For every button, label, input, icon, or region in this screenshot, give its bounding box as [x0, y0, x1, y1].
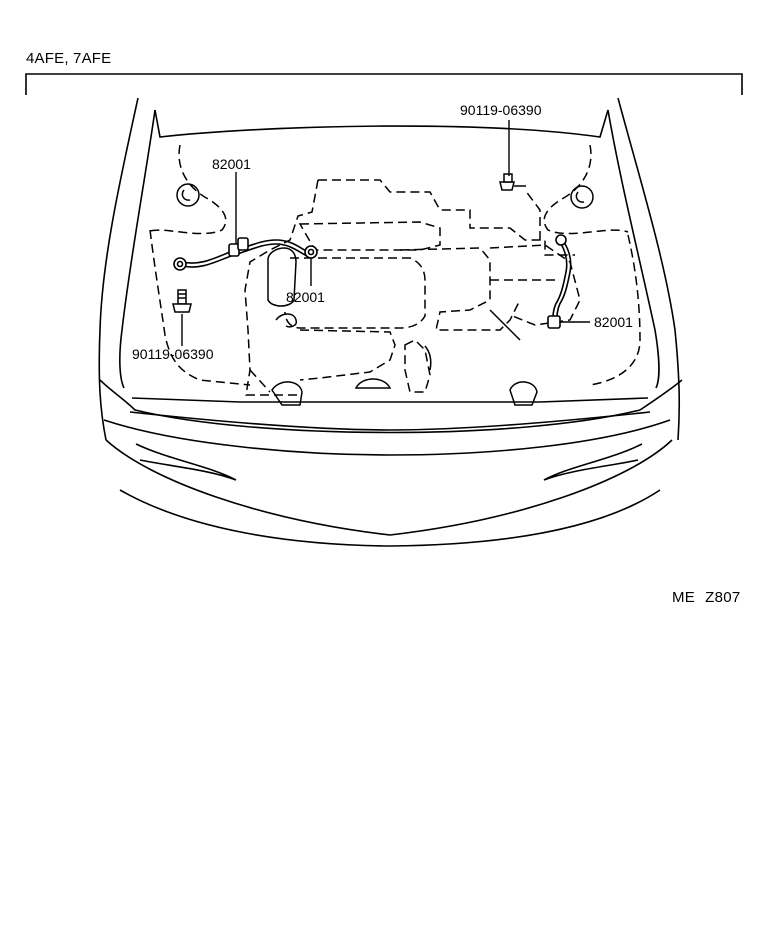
vehicle-body-outline [98, 97, 683, 547]
engine-components [147, 144, 641, 396]
header-bracket [25, 73, 743, 95]
bolt-left [172, 289, 192, 313]
callout-82001-wire-right: 82001 [594, 314, 633, 330]
callout-82001-wire-center: 82001 [286, 289, 325, 305]
ground-strap-wire-left [173, 237, 318, 271]
figure-code-number: Z807 [705, 589, 741, 606]
callout-bolt-right: 90119-06390 [460, 102, 542, 118]
engine-detail-lines [176, 183, 594, 406]
callout-leaders [181, 120, 590, 346]
bolt-right [499, 173, 526, 191]
engine-variant-title: 4AFE, 7AFE [26, 50, 112, 67]
ground-strap-wire-right [547, 234, 572, 329]
callout-82001-wire-left: 82001 [212, 156, 251, 172]
figure-code: ME Z807 [672, 589, 751, 606]
figure-code-prefix: ME [672, 589, 696, 606]
callout-bolt-left: 90119-06390 [132, 346, 214, 362]
